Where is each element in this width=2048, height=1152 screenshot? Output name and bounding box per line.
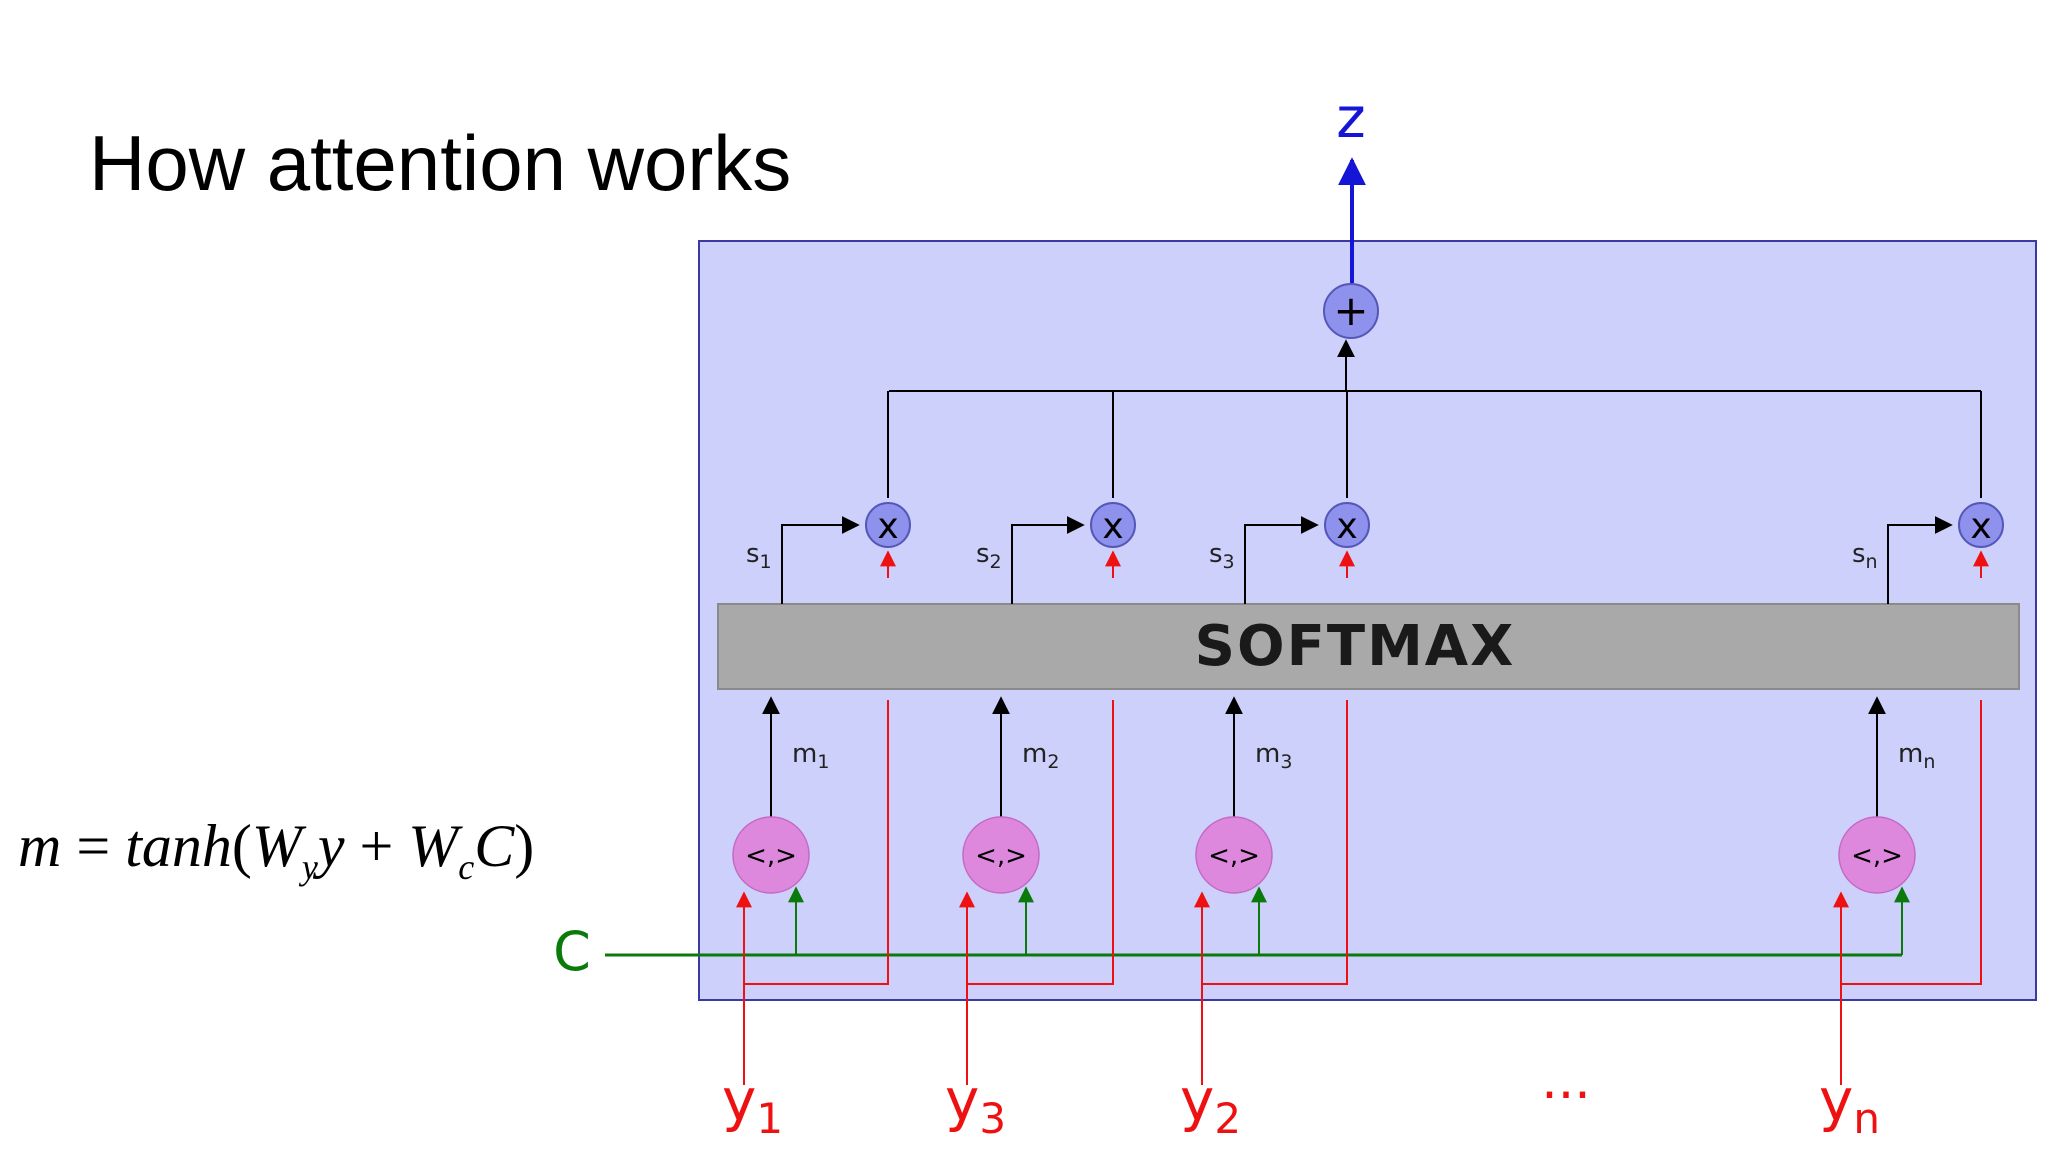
attention-formula: m = tanh(Wyy + WcC) xyxy=(18,812,534,888)
formula-plus: + xyxy=(344,813,409,879)
dot-product-symbol-1: <,> xyxy=(745,841,797,871)
s-label-4: sn xyxy=(1852,539,1878,573)
y-route-line-1 xyxy=(744,700,889,985)
multiply-node-4 xyxy=(1958,502,2004,548)
softmax-bar xyxy=(717,603,2020,690)
formula-close: ) xyxy=(514,813,535,879)
formula-w1: W xyxy=(251,813,302,879)
m-label-1: m1 xyxy=(792,739,829,773)
dot-product-node-4 xyxy=(1838,816,1916,894)
softmax-to-multiply-arrow-4 xyxy=(1887,516,1953,604)
y-route-line-3 xyxy=(1202,700,1348,985)
dot-product-node-2 xyxy=(962,816,1040,894)
m-label-2: m2 xyxy=(1022,739,1059,773)
formula-w2-sub: c xyxy=(458,847,475,887)
multiply-symbol-4: x xyxy=(1970,506,1991,547)
sum-node xyxy=(1323,283,1379,339)
multiply-symbol-1: x xyxy=(877,506,898,547)
formula-w2: W xyxy=(408,813,459,879)
multiply-symbol-3: x xyxy=(1336,506,1357,547)
attention-columns: s1 x m1 <,> y1 s2 x m2 <,> y3 s3 x m3 <,> y2 sn x mn <,> yn xyxy=(722,391,2004,1143)
dot-product-symbol-3: <,> xyxy=(1208,841,1260,871)
s-label-1: s1 xyxy=(746,539,772,573)
softmax-label: SOFTMAX xyxy=(1195,614,1516,679)
multiply-node-1 xyxy=(865,502,911,548)
sum-symbol: + xyxy=(1333,286,1368,335)
s-label-3: s3 xyxy=(1209,539,1235,573)
multiply-symbol-2: x xyxy=(1102,506,1123,547)
softmax-to-multiply-arrow-3 xyxy=(1244,516,1319,604)
slide-title: How attention works xyxy=(89,119,792,207)
multiply-node-3 xyxy=(1324,502,1370,548)
formula-func: tanh xyxy=(125,813,232,879)
y-route-line-2 xyxy=(967,700,1114,985)
y-label-2: y3 xyxy=(945,1066,1006,1143)
formula-open: ( xyxy=(231,813,252,879)
context-label-c: C xyxy=(553,920,591,983)
formula-v2: C xyxy=(474,813,515,879)
y-route-line-4 xyxy=(1841,700,1982,985)
m-label-4: mn xyxy=(1898,739,1935,773)
formula-eq: = xyxy=(61,813,126,879)
ellipsis: ... xyxy=(1541,1051,1591,1111)
softmax-to-multiply-arrow-1 xyxy=(781,516,860,604)
dot-product-symbol-4: <,> xyxy=(1851,841,1903,871)
dot-product-node-1 xyxy=(732,816,810,894)
s-label-2: s2 xyxy=(976,539,1002,573)
output-label-z: z xyxy=(1336,86,1365,151)
dot-product-symbol-2: <,> xyxy=(975,841,1027,871)
formula-v1: y xyxy=(317,813,345,879)
formula-lhs: m xyxy=(18,813,62,879)
m-label-3: m3 xyxy=(1255,739,1292,773)
y-label-1: y1 xyxy=(722,1066,783,1143)
y-label-4: yn xyxy=(1819,1066,1880,1143)
formula-w1-sub: y xyxy=(301,847,318,887)
y-label-3: y2 xyxy=(1180,1066,1241,1143)
multiply-node-2 xyxy=(1090,502,1136,548)
dot-product-node-3 xyxy=(1195,816,1273,894)
softmax-to-multiply-arrow-2 xyxy=(1011,516,1085,604)
